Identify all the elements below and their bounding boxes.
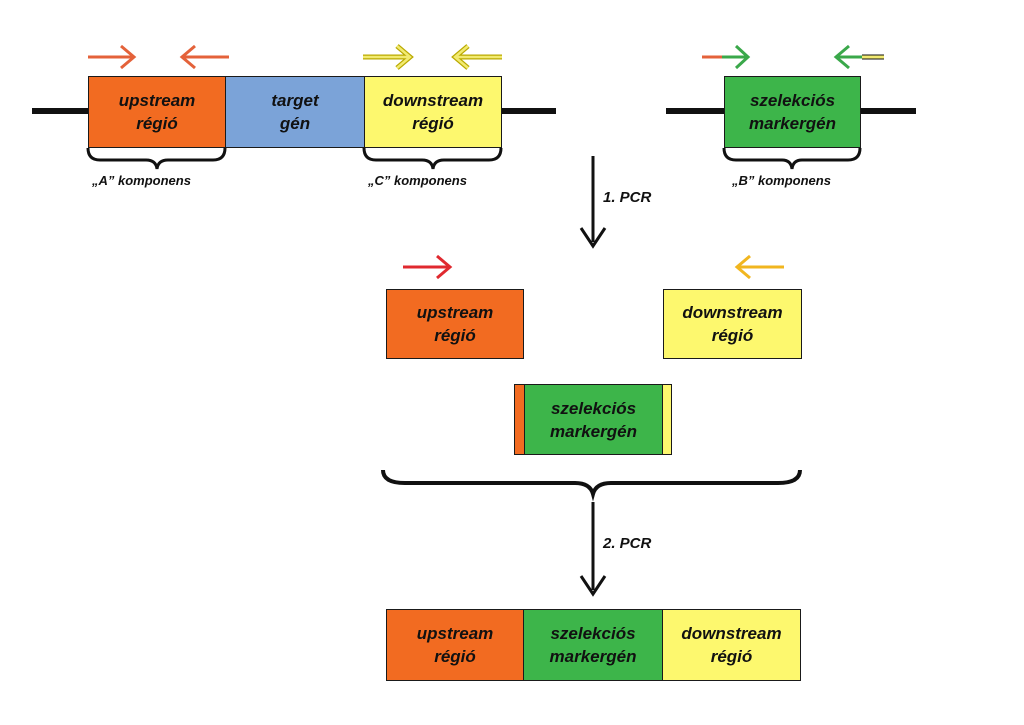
target-gene-box: target gén <box>225 76 365 148</box>
component-c-label: „C” komponens <box>368 173 467 188</box>
brace-component-a <box>86 147 227 170</box>
primer-arrow-marker-forward <box>702 44 751 70</box>
brace-fusion <box>381 469 802 502</box>
pcr1-upstream-product: upstream régió <box>386 289 524 359</box>
downstream-region-box: downstream régió <box>364 76 502 148</box>
pcr2-label: 2. PCR <box>603 535 652 552</box>
primer-arrow-downstream-forward <box>363 44 414 70</box>
pcr1-marker-box: szelekciós markergén <box>524 384 663 455</box>
primer-arrow-outer-forward <box>403 254 453 280</box>
pcr1-label: 1. PCR <box>603 189 652 206</box>
upstream-region-box: upstream régió <box>88 76 226 148</box>
selection-marker-box: szelekciós markergén <box>724 76 861 148</box>
component-a-label: „A” komponens <box>92 173 191 188</box>
pcr1-arrow <box>579 156 607 249</box>
pcr1-marker-product: szelekciós markergén <box>514 384 672 455</box>
brace-component-c <box>362 147 503 170</box>
final-upstream-box: upstream régió <box>386 609 524 681</box>
final-marker-box: szelekciós markergén <box>523 609 663 681</box>
final-downstream-box: downstream régió <box>662 609 801 681</box>
pcr2-arrow <box>579 502 607 597</box>
primer-arrow-upstream-reverse <box>179 44 229 70</box>
pcr1-downstream-product: downstream régió <box>663 289 802 359</box>
brace-component-b <box>722 147 862 170</box>
primer-arrow-downstream-reverse <box>451 44 502 70</box>
primer-arrow-marker-reverse <box>833 44 884 70</box>
primer-arrow-outer-reverse <box>734 254 784 280</box>
primer-arrow-upstream-forward <box>88 44 137 70</box>
downstream-overhang <box>662 384 672 455</box>
component-b-label: „B” komponens <box>732 173 831 188</box>
